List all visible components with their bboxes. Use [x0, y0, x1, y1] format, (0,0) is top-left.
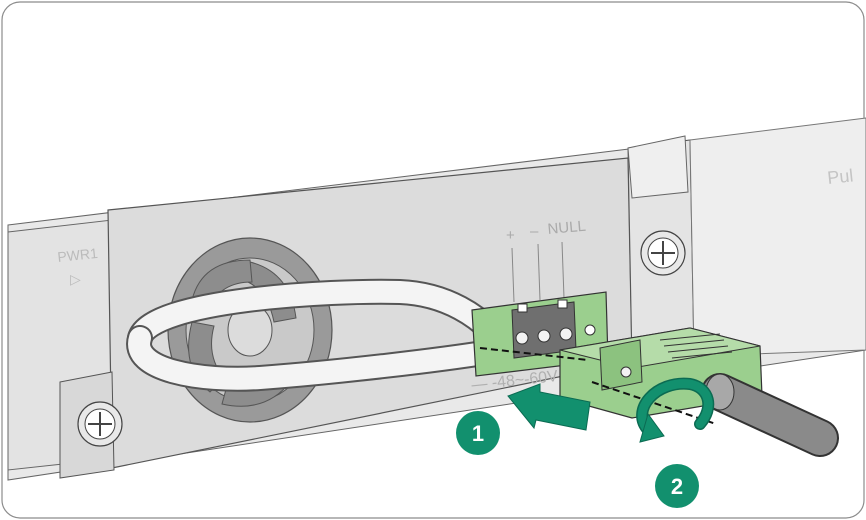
- slot-arrow-icon: ▷: [70, 271, 81, 287]
- alignment-dashed-lines: [479, 347, 717, 425]
- screw-icon-left: [77, 401, 123, 447]
- right-bracket-top: [627, 135, 689, 199]
- adjacent-panel: [689, 117, 866, 357]
- terminal-label-null: NULL: [547, 218, 587, 238]
- terminal-guide-lines: [511, 241, 565, 303]
- step-badge-1: [456, 411, 500, 455]
- step-number-2: 2: [671, 474, 683, 499]
- module-handle: [126, 278, 503, 392]
- adjacent-panel-text: Pul: [826, 165, 854, 188]
- fan-icon: [167, 237, 333, 423]
- terminal-label-negative: –: [530, 223, 539, 240]
- rotation-arrow-icon: [636, 377, 715, 443]
- step-badge-2: [655, 464, 699, 508]
- slot-label: PWR1: [57, 245, 99, 265]
- insertion-arrow-icon: [507, 383, 591, 431]
- screw-icon-right: [640, 230, 686, 276]
- terminal-label-positive: +: [506, 227, 515, 244]
- step-number-1: 1: [472, 421, 484, 446]
